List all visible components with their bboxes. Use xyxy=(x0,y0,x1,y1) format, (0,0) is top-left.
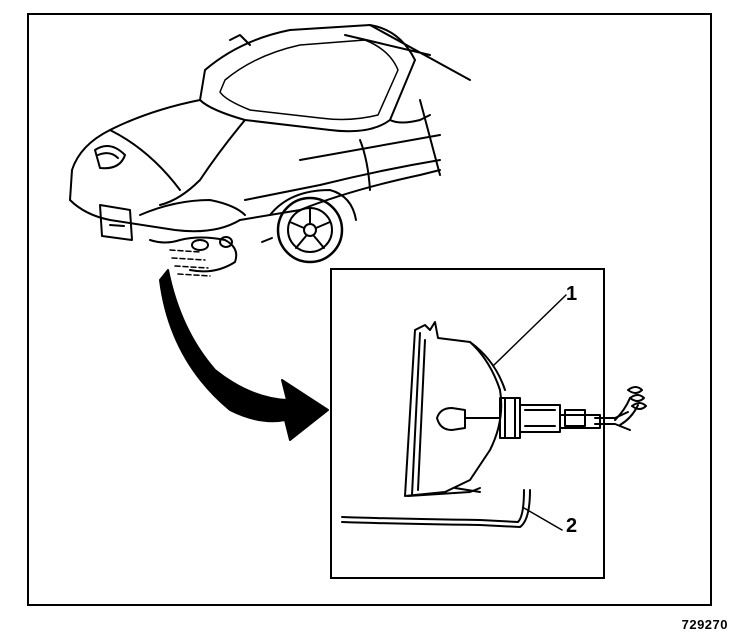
outer-frame xyxy=(27,13,712,606)
figure-id: 729270 xyxy=(681,617,728,632)
callout-2: 2 xyxy=(566,515,578,537)
bulb-icon xyxy=(436,407,466,431)
callout-1: 1 xyxy=(566,283,578,305)
